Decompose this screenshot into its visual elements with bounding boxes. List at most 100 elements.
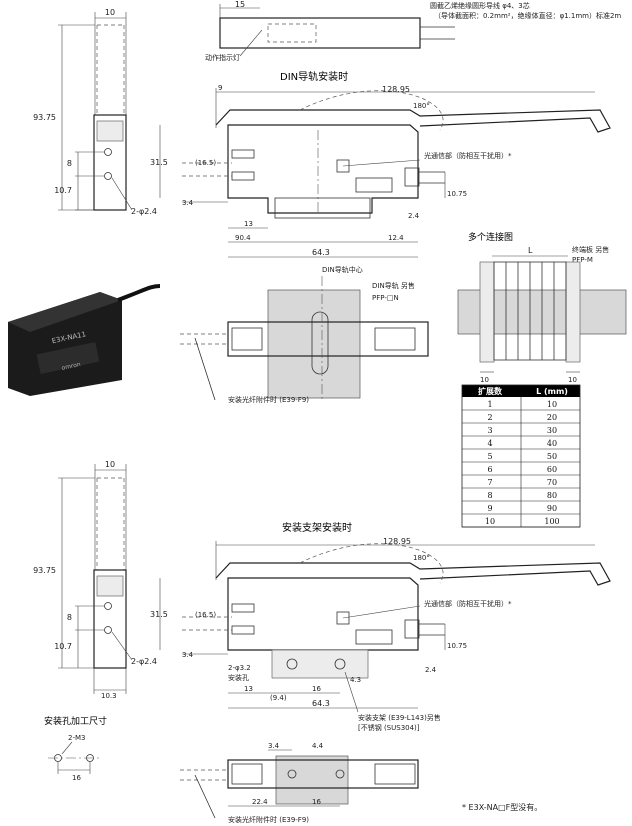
table-cell-L: 80 xyxy=(547,491,557,500)
table-cell-L: 10 xyxy=(547,400,557,409)
dim-31-5: 31.5 xyxy=(150,158,168,167)
table-cell-L: 50 xyxy=(547,452,557,461)
product-photo: E3X-NA11 omron xyxy=(8,284,161,396)
table-cell-count: 9 xyxy=(487,504,492,513)
hole-dimensions: 安装孔加工尺寸 2-M3 16 xyxy=(44,715,107,782)
table-cell-L: 30 xyxy=(547,426,557,435)
b-dim-31-5: 31.5 xyxy=(150,610,168,619)
dim-13: 13 xyxy=(244,220,253,228)
b-dim-93-75: 93.75 xyxy=(33,566,56,575)
dim-9: 9 xyxy=(218,84,222,92)
b-dim-16-5: (16.5) xyxy=(195,611,216,619)
dim-10: 10 xyxy=(105,8,115,17)
table-cell-count: 6 xyxy=(487,465,492,474)
b-dim-3-4: 3.4 xyxy=(182,651,194,659)
b-dim-10-75: 10.75 xyxy=(447,642,467,650)
b-dim-13: 13 xyxy=(244,685,253,693)
dim-15: 15 xyxy=(235,0,245,9)
expansion-table: 扩展数 L (mm) 1 10 2 20 3 30 4 40 5 50 6 60 7 70 8 80 9 90 10… xyxy=(461,384,581,528)
hole-title: 安装孔加工尺寸 xyxy=(44,715,107,727)
b-dim-9-4: (9.4) xyxy=(270,694,287,702)
cable-note-2: （导体截面积：0.2mm²，绝缘体直径：φ1.1mm）标准2m xyxy=(434,11,621,20)
bottom-front-view: 128.95 180° 31.5 (16.5) 3.4 光通信部（防相互干扰用）… xyxy=(150,537,611,732)
multi-connection-view: 多个连接图 终端板 另售 PFP-M L 10 10 xyxy=(457,231,627,384)
footnote: * E3X-NA□F型没有。 xyxy=(462,802,542,812)
dim-10-7: 10.7 xyxy=(54,186,72,195)
bracket-section-title: 安装支架安装时 xyxy=(282,521,352,534)
top-side-view: 10 93.75 8 10.7 2-φ2.4 xyxy=(33,8,157,216)
multi-title: 多个连接图 xyxy=(468,231,513,243)
multi-d10-right: 10 xyxy=(568,376,577,384)
dim-8: 8 xyxy=(67,159,72,168)
dim-90-4: 90.4 xyxy=(235,234,251,242)
table-cell-count: 1 xyxy=(487,400,492,409)
table-cell-count: 2 xyxy=(487,413,492,422)
dim-2-4: 2.4 xyxy=(408,212,420,220)
b-optical-comm-label: 光通信部（防相互干扰用）* xyxy=(424,599,512,608)
table-cell-L: 40 xyxy=(547,439,557,448)
table-header-count: 扩展数 xyxy=(478,386,503,396)
b-dim-4-3: 4.3 xyxy=(350,676,361,684)
b-dim-8: 8 xyxy=(67,613,72,622)
dim-10-75: 10.75 xyxy=(447,190,467,198)
bottom-side-view: 10 93.75 8 10.7 2-φ2.4 10.3 xyxy=(33,460,157,700)
b-dim-10: 10 xyxy=(105,460,115,469)
b-dim-3-4b: 3.4 xyxy=(268,742,280,750)
table-body: 1 10 2 20 3 30 4 40 5 50 6 60 7 70 8 80 9 90 10 100 xyxy=(462,400,580,528)
dim-64-3: 64.3 xyxy=(312,248,330,257)
b-dim-10-7: 10.7 xyxy=(54,642,72,651)
dim-12-4: 12.4 xyxy=(388,234,404,242)
b-dim-16b: 16 xyxy=(312,798,321,806)
dim-3-4: 3.4 xyxy=(182,199,194,207)
dim-16-5: (16.5) xyxy=(195,159,216,167)
bracket-note-2: [不锈钢 (SUS304)] xyxy=(358,723,420,732)
top-front-view: 9 128.95 180° 31.5 (16.5) 3.4 光通信部（防相互干扰… xyxy=(150,84,611,258)
din-rail-label: DIN导轨 另售 xyxy=(372,281,415,290)
table-cell-L: 70 xyxy=(547,478,557,487)
table-cell-L: 90 xyxy=(547,504,557,513)
optical-comm-label: 光通信部（防相互干扰用）* xyxy=(424,151,512,160)
din-section-title: DIN导轨安装时 xyxy=(280,70,348,83)
table-cell-count: 3 xyxy=(487,426,492,435)
b-dim-4-4: 4.4 xyxy=(312,742,324,750)
hole-m3: 2-M3 xyxy=(68,734,85,742)
b-dim-2-4: 2.4 xyxy=(425,666,437,674)
table-cell-count: 5 xyxy=(487,452,492,461)
b-dim-16: 16 xyxy=(312,685,321,693)
dim-2-phi2-4: 2-φ2.4 xyxy=(131,207,157,216)
b-dim-22-4: 22.4 xyxy=(252,798,268,806)
bracket-note-1: 安装支架 (E39-L143)另售 xyxy=(358,713,441,722)
cable-note-1: 圆截乙烯绝缘圆形导线 φ4、3芯 xyxy=(430,1,530,10)
table-cell-L: 20 xyxy=(547,413,557,422)
table-cell-count: 8 xyxy=(487,491,492,500)
b-dim-64-3: 64.3 xyxy=(312,699,330,708)
table-header-L: L (mm) xyxy=(536,387,568,396)
b-angle-180: 180° xyxy=(413,554,430,562)
product-brand: omron xyxy=(61,361,82,372)
b-mount-hole-label: 安装孔 xyxy=(228,673,249,682)
b-fiber-attach-label: 安装光纤附件时 (E39-F9) xyxy=(228,815,309,824)
end-plate-label: 终端板 另售 xyxy=(572,245,609,254)
bottom-top-view: 3.4 4.4 22.4 16 安装光纤附件时 (E39-F9) xyxy=(180,742,419,824)
b-dim-2-phi2-4: 2-φ2.4 xyxy=(131,657,157,666)
table-cell-count: 10 xyxy=(485,517,495,526)
fiber-attach-label: 安装光纤附件时 (E39-F9) xyxy=(228,395,309,404)
multi-d10-left: 10 xyxy=(480,376,489,384)
multi-L: L xyxy=(528,246,533,255)
dim-128-95: 128.95 xyxy=(382,85,410,94)
table-cell-L: 60 xyxy=(547,465,557,474)
b-dim-10-3: 10.3 xyxy=(101,692,117,700)
table-cell-count: 4 xyxy=(487,439,492,448)
b-dim-128-95: 128.95 xyxy=(383,537,411,546)
din-center-label: DIN导轨中心 xyxy=(322,265,363,274)
action-indicator-label: 动作指示灯 xyxy=(205,53,240,62)
table-cell-count: 7 xyxy=(487,478,492,487)
din-rail-view: DIN导轨中心 DIN导轨 另售 PFP-□N 安装光纤附件时 (E39-F9) xyxy=(180,265,429,404)
top-plan-view: 15 动作指示灯 圆截乙烯绝缘圆形导线 φ4、3芯 （导体截面积：0.2mm²，… xyxy=(205,0,621,62)
b-mount-hole: 2-φ3.2 xyxy=(228,664,251,672)
table-cell-L: 100 xyxy=(544,517,559,526)
hole-d16: 16 xyxy=(72,774,81,782)
dim-93-75: 93.75 xyxy=(33,113,56,122)
angle-180: 180° xyxy=(413,102,430,110)
